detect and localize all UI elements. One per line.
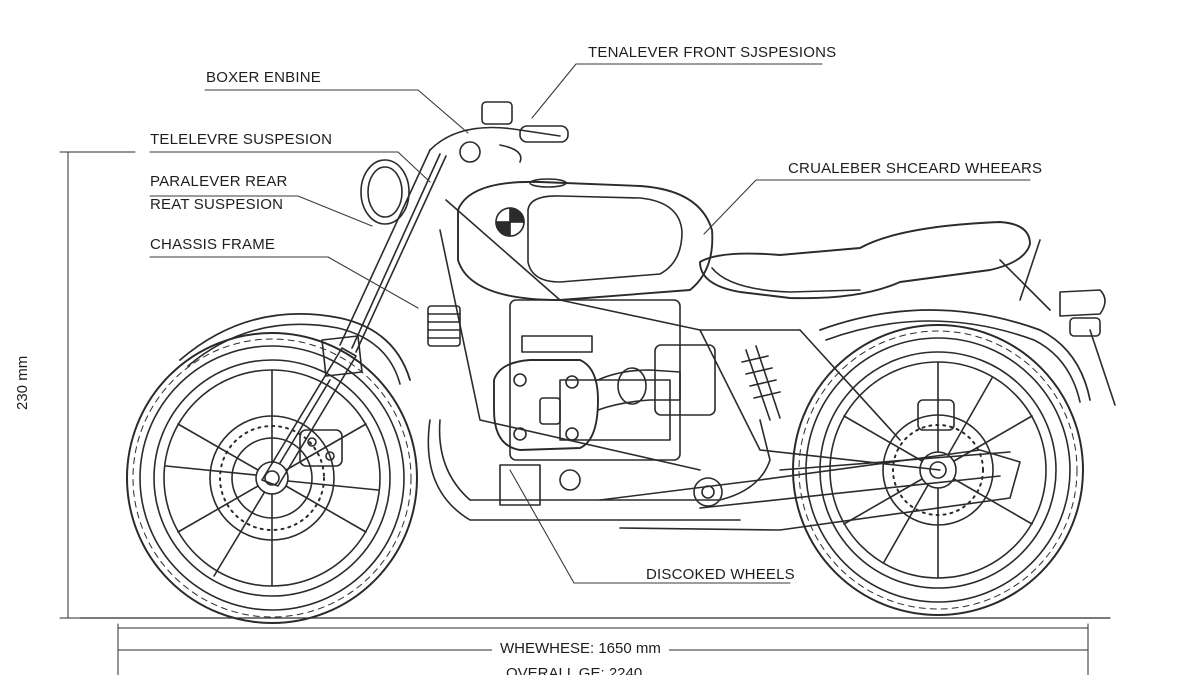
height-dimension: 230 mm — [14, 355, 31, 410]
label-telelever-front: TENALEVER FRONT SJSPESIONS — [588, 44, 837, 61]
fuel-tank — [457, 178, 714, 301]
exhaust — [599, 449, 1021, 531]
label-rear-suspension: REAT SUSPESION — [150, 196, 284, 213]
label-crualever: CRUALEВER SHCEARD WHEEARS — [788, 160, 1043, 177]
wheelbase-dimension: WHEWHESE: 1650 mm — [492, 640, 669, 657]
label-discoked-wheels: DISCOKED WHEELS — [646, 566, 795, 583]
front-wheel — [126, 312, 418, 624]
boxer-engine — [427, 299, 781, 521]
label-paralever-rear: PARALEVER REAR — [150, 173, 288, 190]
label-boxer-engine: BOXER ENBINE — [206, 69, 321, 86]
front-fork — [261, 101, 569, 487]
chassis-frame — [439, 199, 1116, 471]
seat — [699, 221, 1106, 337]
label-telelevre-suspension: TELELEVRE SUSPESION — [150, 131, 333, 148]
front-spokes — [165, 369, 379, 587]
rear-wheel — [792, 309, 1091, 616]
overall-length-dimension: OVERALL GE: 2240 — [498, 664, 651, 675]
leader-lines — [149, 63, 1031, 584]
label-chassis-frame: CHASSIS FRAME — [150, 236, 276, 253]
